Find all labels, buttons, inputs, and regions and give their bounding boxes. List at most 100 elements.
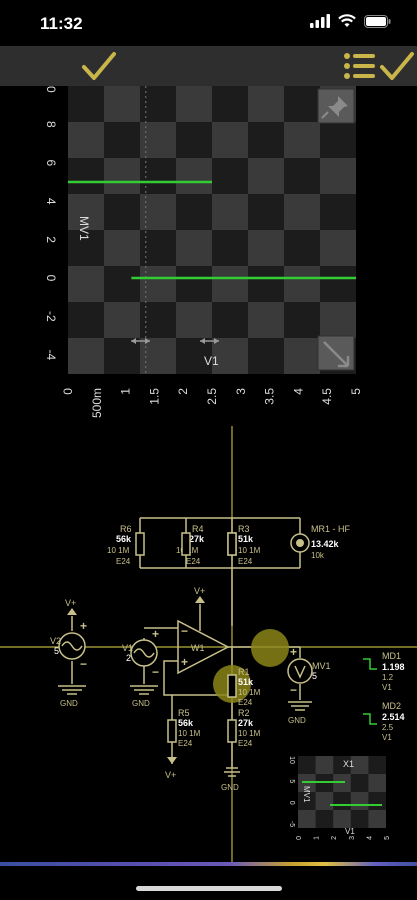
v1-name: V1: [122, 643, 133, 653]
list-button[interactable]: [340, 46, 380, 86]
checkmark-icon: [82, 52, 116, 80]
source-v2[interactable]: V+ + − V2 5 GND: [50, 598, 87, 708]
chart-grid-cell: [104, 338, 140, 374]
chart-x-tick-label: 500m: [90, 388, 104, 418]
chart-grid-cell: [176, 194, 212, 230]
measurement-md1[interactable]: MD1 1.198 1.2 V1: [363, 651, 405, 692]
chart-grid-cell: [248, 122, 284, 158]
mini-chart-grid-cell: [298, 756, 316, 774]
mini-chart-ylabel: MV1: [302, 786, 311, 803]
r3-series: E24: [238, 557, 253, 566]
chart-grid-cell: [176, 122, 212, 158]
svg-text:+: +: [152, 627, 159, 641]
mini-chart-x-tick-label: 3: [349, 836, 356, 840]
meter-mv1[interactable]: + − MV1 5 GND: [287, 645, 331, 725]
mini-chart-y-tick-label: 0: [288, 801, 295, 805]
mini-chart-y-tick-label: 5: [288, 779, 295, 783]
r2-spec: 10 1M: [238, 729, 261, 738]
r6-name: R6: [120, 524, 132, 534]
chart-grid-cell: [68, 230, 104, 266]
source-v1[interactable]: + − V1 2 GND: [122, 627, 159, 708]
r4-value: 27k: [189, 534, 205, 544]
chart-y-tick-label: -2: [44, 311, 58, 322]
chart-grid-cell: [176, 266, 212, 302]
mini-chart-y-tick-label: 10: [288, 756, 295, 764]
confirm-button-right[interactable]: [378, 46, 416, 86]
r5-spec: 10 1M: [178, 729, 201, 738]
chart-x-tick-label: 5: [349, 388, 363, 395]
chart-grid-cell: [104, 266, 140, 302]
mini-chart-x-tick-label: 1: [314, 836, 321, 840]
pin-button[interactable]: [317, 88, 355, 124]
resistor-r5[interactable]: R5 56k 10 1M E24 V+: [165, 708, 201, 780]
chart-grid-cell: [212, 158, 248, 194]
chart-x-tick-label: 1.5: [147, 388, 161, 405]
chart-grid-cell: [248, 338, 284, 374]
status-icons: [310, 14, 391, 28]
measurement-md2[interactable]: MD2 2.514 2.5 V1: [363, 701, 405, 742]
mini-chart-x-tick-label: 0: [296, 836, 303, 840]
mini-chart-x-tick-label: 4: [366, 836, 373, 840]
chart-x-tick-label: 3.5: [263, 388, 277, 405]
chart-x-tick-label: 1: [119, 388, 133, 395]
chart-y-tick-label: 10: [44, 86, 58, 93]
battery-icon: [364, 14, 391, 28]
r3-name: R3: [238, 524, 250, 534]
r1-name: R1: [238, 667, 250, 677]
w1-rail: V+: [194, 586, 205, 596]
svg-text:−: −: [290, 683, 297, 697]
chart-grid-cell: [212, 302, 248, 338]
r4-name: R4: [192, 524, 204, 534]
chart-xlabel: V1: [204, 354, 219, 368]
chart-ylabel: MV1: [77, 216, 91, 241]
sweep-start-marker[interactable]: [131, 338, 150, 344]
v2-rail: V+: [65, 598, 76, 608]
svg-text:−: −: [181, 624, 188, 638]
mr1-name: MR1 - HF: [311, 524, 350, 534]
chart-x-tick-label: 3: [234, 388, 248, 395]
resistor-r2[interactable]: R2 27k 10 1M E24 GND: [221, 708, 261, 792]
r5-series: E24: [178, 739, 193, 748]
chart-y-tick-label: -4: [44, 349, 58, 360]
r5-value: 56k: [178, 718, 194, 728]
chart-grid-cell: [104, 194, 140, 230]
chart-x-tick-label: 4: [291, 388, 305, 395]
mini-chart-y-tick-label: -5: [288, 821, 295, 827]
resistor-r1[interactable]: R1 51k 10 1M E24: [227, 667, 261, 707]
status-time: 11:32: [40, 14, 83, 33]
chart-grid-cell: [68, 158, 104, 194]
resistor-r6[interactable]: R6 56k 10 1M E24: [107, 524, 145, 566]
mv1-name: MV1: [312, 661, 331, 671]
probe-node-output[interactable]: [251, 629, 289, 667]
chart-x-tick-label: 2: [176, 388, 190, 395]
mini-chart-grid: [298, 756, 386, 828]
expand-icon: [323, 341, 350, 368]
opamp-w1[interactable]: V+ − + W1: [181, 586, 205, 669]
r5-rail: V+: [165, 770, 176, 780]
r6-spec: 10 1M: [107, 546, 130, 555]
chart-y-tick-label: 8: [44, 121, 58, 128]
chart-grid-cell: [176, 338, 212, 374]
chart-grid-cell: [284, 302, 320, 338]
home-indicator[interactable]: [136, 886, 282, 891]
sweep-end-marker[interactable]: [200, 338, 219, 344]
svg-text:−: −: [80, 657, 87, 671]
chart-grid-cell: [212, 230, 248, 266]
chart-grid-cell: [320, 266, 356, 302]
md1-value: 1.198: [382, 662, 405, 672]
signal-icon: [310, 14, 330, 28]
expand-button[interactable]: [317, 335, 355, 371]
resistor-r3[interactable]: R3 51k 10 1M E24: [181, 524, 261, 566]
svg-text:−: −: [152, 665, 159, 679]
chart-grid-cell: [284, 230, 320, 266]
confirm-button-left[interactable]: [78, 46, 120, 86]
svg-text:+: +: [80, 619, 87, 633]
chart-grid-cell: [320, 122, 356, 158]
chart-y-tick-label: 6: [44, 159, 58, 166]
meter-mr1[interactable]: MR1 - HF 13.42k 10k: [290, 524, 350, 560]
chart-grid-cell: [320, 194, 356, 230]
